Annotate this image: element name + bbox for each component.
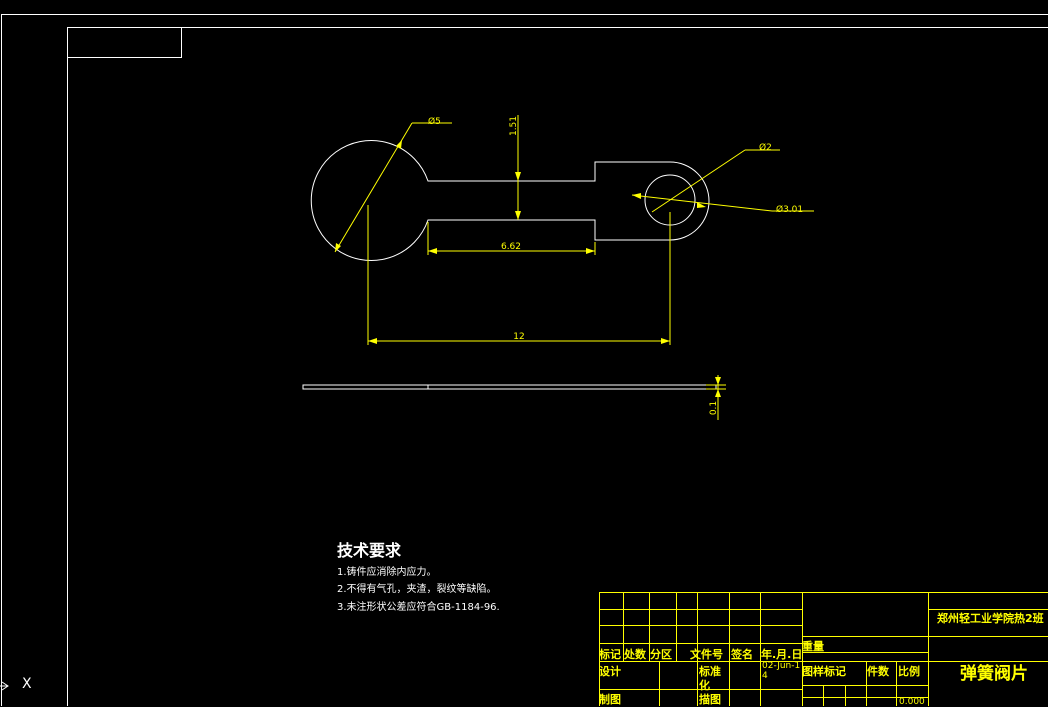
dim-neck-text: 6.62 (501, 242, 521, 252)
drawing-frame (2, 15, 1048, 707)
arrow-icon (428, 248, 437, 254)
dim-center-text: 12 (513, 332, 524, 342)
arrow-icon (632, 193, 641, 199)
tb-zone: 分区 (650, 646, 672, 662)
school-name: 郑州轻工业学院热2班 (937, 610, 1044, 626)
arrow-icon (515, 211, 521, 220)
tb-drawing: 描图 (699, 691, 721, 707)
dim-hole-outer-line (632, 195, 772, 211)
note-item: 1.铸件应消除内应力。 (337, 563, 437, 578)
tb-date: 02-Jun-1 (762, 661, 800, 671)
tb-scale: 比例 (898, 663, 920, 679)
dimension-lines (335, 115, 814, 420)
arrow-icon (368, 338, 377, 344)
tb-weight: 重量 (802, 638, 824, 654)
arrow-icon (661, 338, 670, 344)
dim-hole-outer-text: Ø3.01 (776, 204, 803, 215)
tb-count: 处数 (624, 646, 646, 662)
side-view (303, 385, 716, 389)
dimension-arrows (335, 140, 721, 397)
note-item: 3.未注形状公差应符合GB-1184-96. (337, 598, 500, 613)
tb-stage-mark: 图样标记 (802, 663, 846, 679)
dim-height-text: 1.51 (509, 116, 519, 136)
dim-thick-text: 0.1 (709, 401, 719, 415)
arrow-icon (715, 389, 721, 397)
dim-hole-small-text: Ø2 (759, 142, 772, 153)
outer-border (2, 15, 1048, 707)
tb-date-label: 年.月.日 (761, 646, 802, 662)
dimension-texts: Ø5 1.51 Ø2 Ø3.01 6.62 12 0.1 (428, 116, 803, 415)
part-outline (303, 141, 716, 390)
notes-title: 技术要求 (337, 537, 401, 561)
inner-border (68, 28, 1048, 707)
arrow-icon (515, 172, 521, 181)
tb-draw: 制图 (599, 691, 621, 707)
corner-box (68, 28, 182, 58)
dim-hole-big-text: Ø5 (428, 116, 441, 127)
tb-qty: 件数 (867, 663, 889, 679)
part-name: 弹簧阀片 (960, 659, 1028, 684)
tb-mark: 标记 (599, 646, 621, 662)
tb-signature: 签名 (731, 646, 753, 662)
arrow-icon (586, 248, 595, 254)
ucs-x-label: X (22, 676, 32, 692)
arrow-icon (715, 377, 721, 385)
tb-doc-no: 文件号 (690, 646, 723, 662)
tb-date-suffix: 4 (762, 671, 768, 681)
note-item: 2.不得有气孔，夹渣，裂纹等缺陷。 (337, 580, 497, 595)
tb-design: 设计 (599, 663, 621, 679)
